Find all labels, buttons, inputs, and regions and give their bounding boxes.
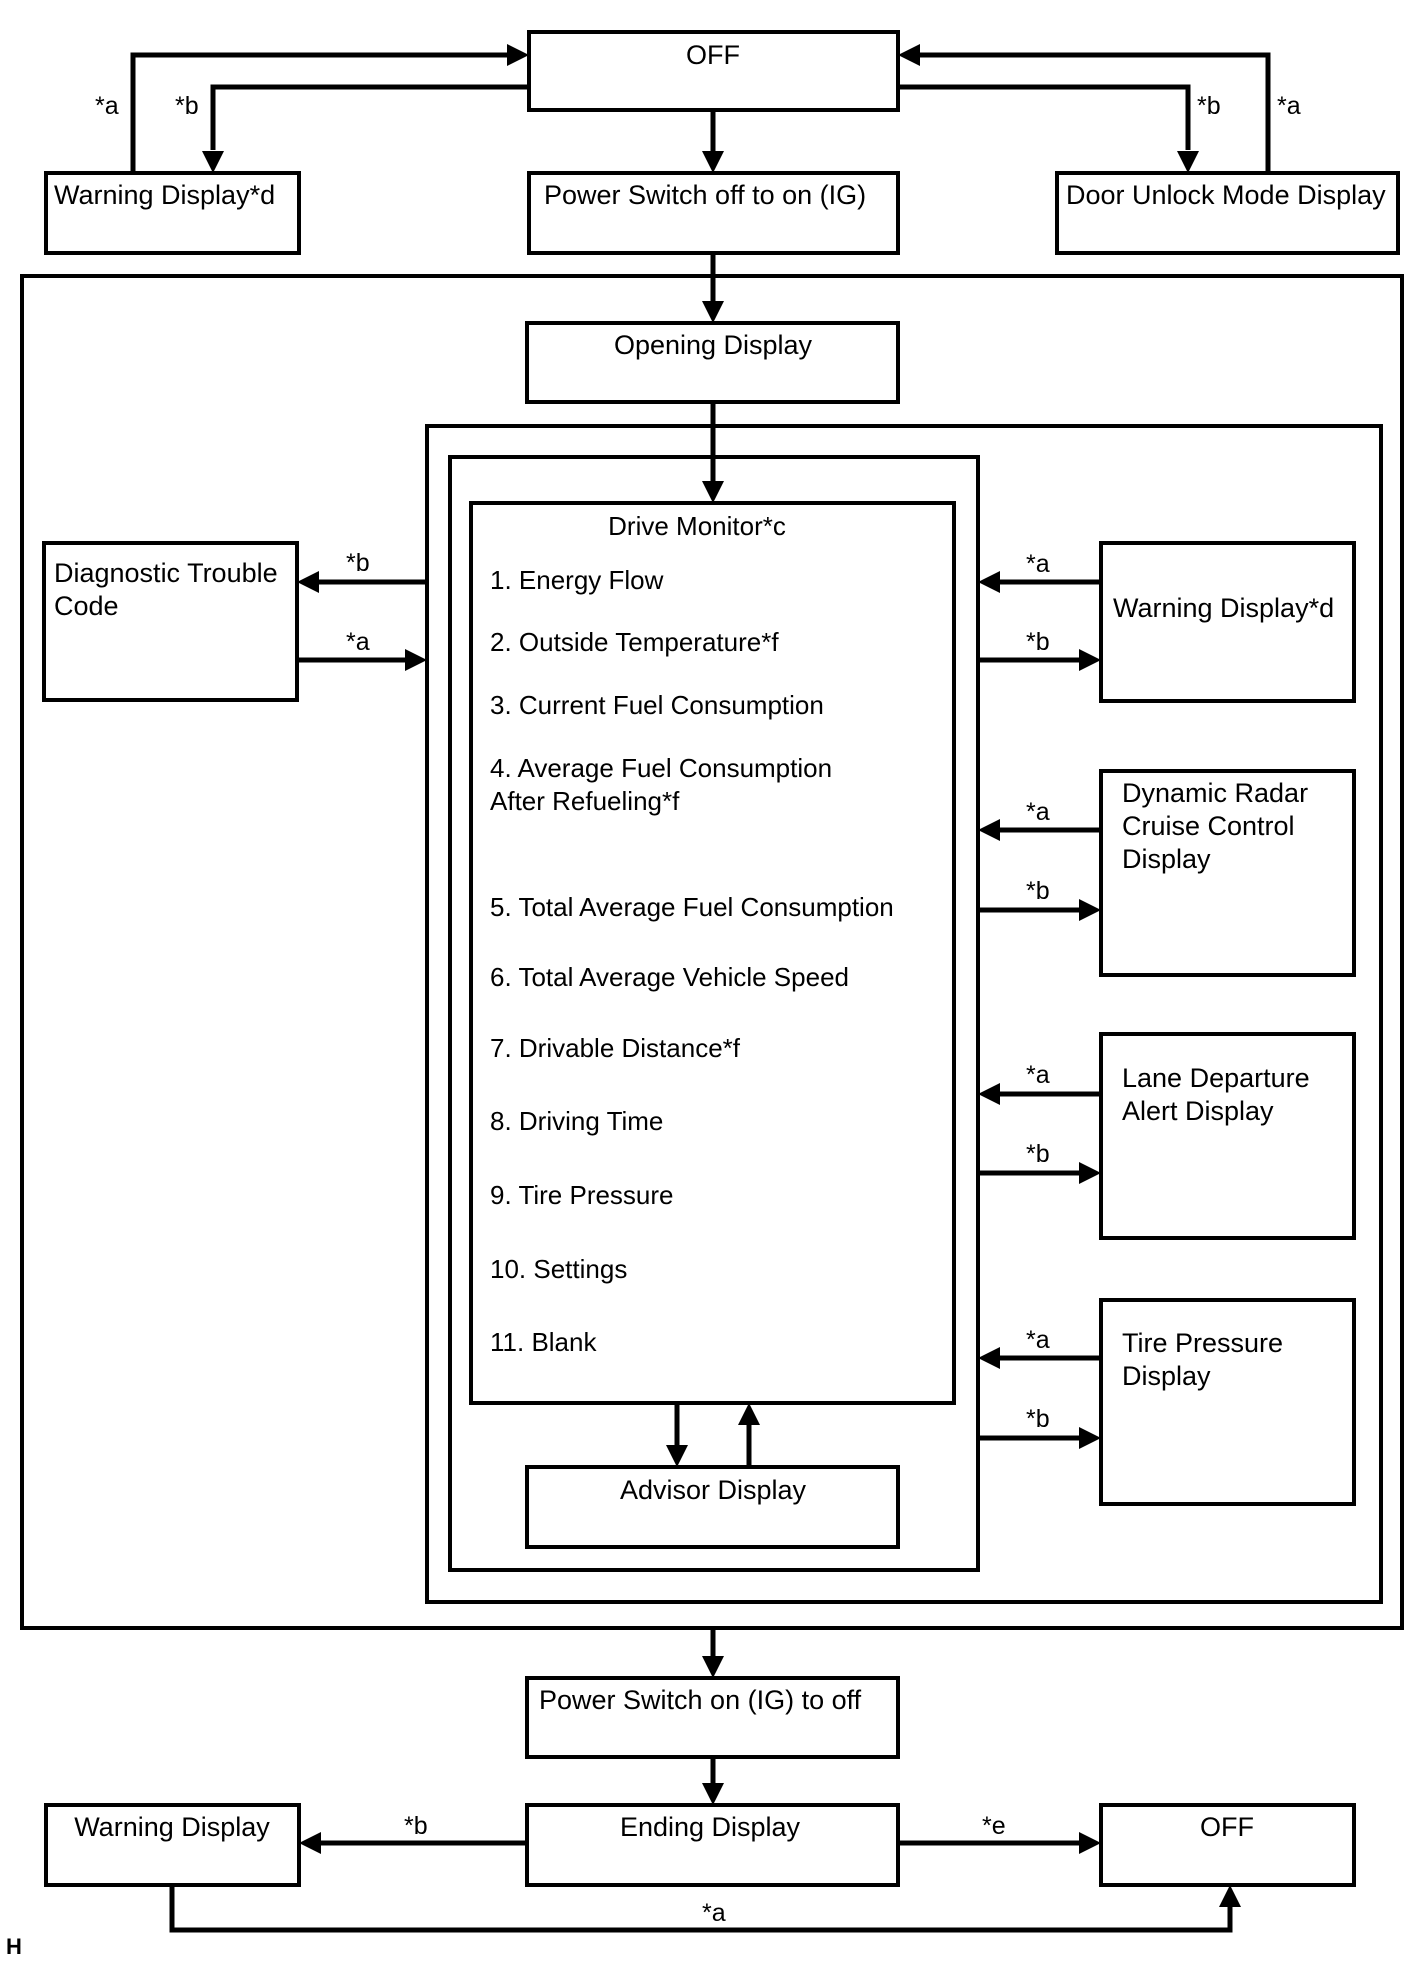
drive-monitor-item: 4. Average Fuel Consumption bbox=[490, 753, 832, 783]
bottom-off-box: OFF bbox=[1099, 1803, 1356, 1887]
power-switch-off-label: Power Switch on (IG) to off bbox=[539, 1685, 862, 1715]
drive-monitor-item: 7. Drivable Distance*f bbox=[490, 1033, 741, 1063]
drive-monitor-item: 6. Total Average Vehicle Speed bbox=[490, 962, 849, 992]
lane-label-line2: Alert Display bbox=[1122, 1096, 1274, 1126]
ending-display-box: Ending Display bbox=[525, 1803, 900, 1887]
right-connectors bbox=[978, 571, 1101, 1449]
drive-monitor-item: 11. Blank bbox=[490, 1327, 597, 1357]
bottom-warning-display-label: Warning Display bbox=[74, 1812, 270, 1842]
drive-monitor-item: After Refueling*f bbox=[490, 786, 680, 816]
label-bottom-e: *e bbox=[982, 1812, 1006, 1840]
diagnostic-label-line1: Diagnostic Trouble bbox=[54, 558, 278, 588]
label-right-warning-a: *a bbox=[1026, 550, 1050, 578]
diagnostic-label-line2: Code bbox=[54, 591, 119, 621]
corner-mark: H bbox=[6, 1934, 22, 1959]
drive-monitor-title: Drive Monitor*c bbox=[608, 511, 786, 541]
drive-monitor-item: 8. Driving Time bbox=[490, 1106, 663, 1136]
drive-monitor-item: 3. Current Fuel Consumption bbox=[490, 690, 824, 720]
power-switch-on-label: Power Switch off to on (IG) bbox=[544, 180, 866, 210]
opening-display-box: Opening Display bbox=[525, 321, 900, 404]
label-radar-a: *a bbox=[1026, 798, 1050, 826]
diagnostic-connectors bbox=[297, 571, 427, 671]
radar-label-line2: Cruise Control bbox=[1122, 811, 1295, 841]
label-bottom-b: *b bbox=[404, 1812, 428, 1840]
drive-monitor-item: 2. Outside Temperature*f bbox=[490, 627, 779, 657]
top-warning-display-label: Warning Display*d bbox=[54, 180, 275, 210]
drive-monitor-item: 9. Tire Pressure bbox=[490, 1180, 674, 1210]
label-lane-b: *b bbox=[1026, 1140, 1050, 1168]
ending-display-label: Ending Display bbox=[620, 1812, 801, 1842]
power-switch-off-box: Power Switch on (IG) to off bbox=[525, 1676, 900, 1759]
drive-monitor-box: Drive Monitor*c 1. Energy Flow 2. Outsid… bbox=[469, 501, 956, 1405]
radar-cruise-display-box: Dynamic Radar Cruise Control Display bbox=[1099, 769, 1356, 977]
radar-label-line1: Dynamic Radar bbox=[1122, 778, 1308, 808]
top-off-box: OFF bbox=[527, 30, 900, 112]
label-top-left-b: *b bbox=[175, 92, 199, 120]
tire-label-line2: Display bbox=[1122, 1361, 1211, 1391]
door-unlock-label: Door Unlock Mode Display bbox=[1066, 180, 1386, 210]
label-lane-a: *a bbox=[1026, 1061, 1050, 1089]
label-top-right-b: *b bbox=[1197, 92, 1221, 120]
bottom-warning-display-box: Warning Display bbox=[44, 1803, 301, 1887]
tire-pressure-display-box: Tire Pressure Display bbox=[1099, 1298, 1356, 1506]
bottom-off-label: OFF bbox=[1200, 1812, 1254, 1842]
advisor-display-box: Advisor Display bbox=[525, 1465, 900, 1549]
right-warning-display-box: Warning Display*d bbox=[1099, 541, 1356, 703]
label-bottom-a: *a bbox=[702, 1899, 726, 1927]
door-unlock-box: Door Unlock Mode Display bbox=[1055, 171, 1400, 255]
advisor-display-label: Advisor Display bbox=[620, 1475, 807, 1505]
advisor-connectors bbox=[666, 1403, 760, 1467]
label-top-right-a: *a bbox=[1277, 92, 1301, 120]
drive-monitor-item: 10. Settings bbox=[490, 1254, 627, 1284]
label-radar-b: *b bbox=[1026, 877, 1050, 905]
label-tire-b: *b bbox=[1026, 1405, 1050, 1433]
drive-monitor-item: 5. Total Average Fuel Consumption bbox=[490, 892, 894, 922]
label-diagnostic-a: *a bbox=[346, 628, 370, 656]
tire-label-line1: Tire Pressure bbox=[1122, 1328, 1283, 1358]
drive-monitor-item: 1. Energy Flow bbox=[490, 565, 664, 595]
opening-display-label: Opening Display bbox=[614, 330, 813, 360]
radar-label-line3: Display bbox=[1122, 844, 1211, 874]
lane-departure-display-box: Lane Departure Alert Display bbox=[1099, 1032, 1356, 1240]
top-connectors bbox=[130, 44, 1271, 323]
right-warning-display-label: Warning Display*d bbox=[1113, 593, 1334, 623]
outer-inner-frame bbox=[425, 424, 1383, 1604]
top-off-label: OFF bbox=[686, 40, 740, 70]
bottom-connectors bbox=[169, 1832, 1241, 1933]
label-right-warning-b: *b bbox=[1026, 628, 1050, 656]
diagnostic-trouble-code-box: Diagnostic Trouble Code bbox=[42, 541, 299, 702]
label-top-left-a: *a bbox=[95, 92, 119, 120]
label-diagnostic-b: *b bbox=[346, 549, 370, 577]
label-tire-a: *a bbox=[1026, 1326, 1050, 1354]
lane-label-line1: Lane Departure bbox=[1122, 1063, 1310, 1093]
power-switch-on-box: Power Switch off to on (IG) bbox=[527, 171, 900, 255]
top-warning-display-box: Warning Display*d bbox=[44, 171, 301, 255]
